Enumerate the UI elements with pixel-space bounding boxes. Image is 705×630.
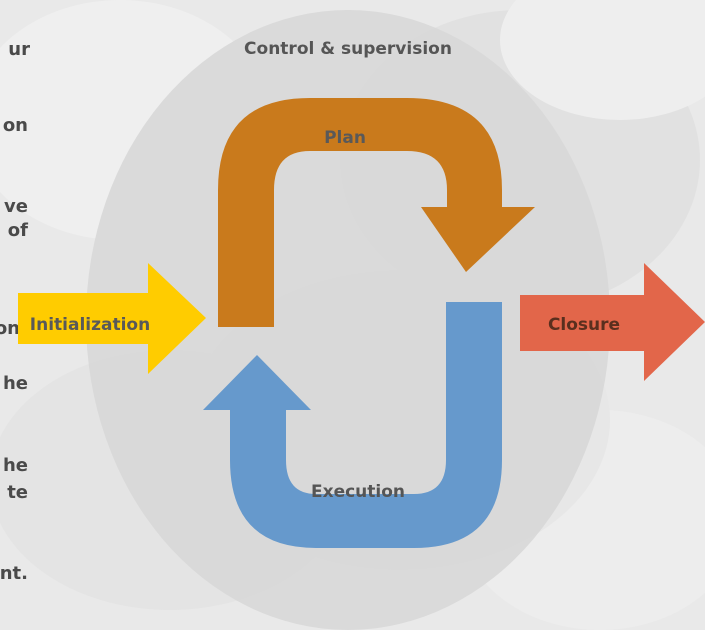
background-fragment: he xyxy=(3,455,28,476)
background-fragment: ur xyxy=(8,39,30,60)
initialization-label: Initialization xyxy=(30,315,150,335)
initialization-arrow xyxy=(18,263,206,374)
background-fragment: on xyxy=(3,115,28,136)
background-fragment: ve xyxy=(4,196,28,217)
execution-label: Execution xyxy=(311,482,405,502)
background-fragment: he xyxy=(3,373,28,394)
background-text-fragments: ur on ve of on he he te nt. xyxy=(0,39,30,584)
background-fragment: nt. xyxy=(0,563,28,584)
control-supervision-label: Control & supervision xyxy=(244,39,452,59)
closure-arrow xyxy=(520,263,705,381)
background-fragment: te xyxy=(7,482,28,503)
plan-label: Plan xyxy=(324,128,366,148)
execution-arrow xyxy=(203,302,502,548)
background-fragment: of xyxy=(8,220,28,241)
closure-label: Closure xyxy=(548,315,620,335)
plan-arrow xyxy=(218,98,535,327)
background-fragment: on xyxy=(0,318,20,339)
